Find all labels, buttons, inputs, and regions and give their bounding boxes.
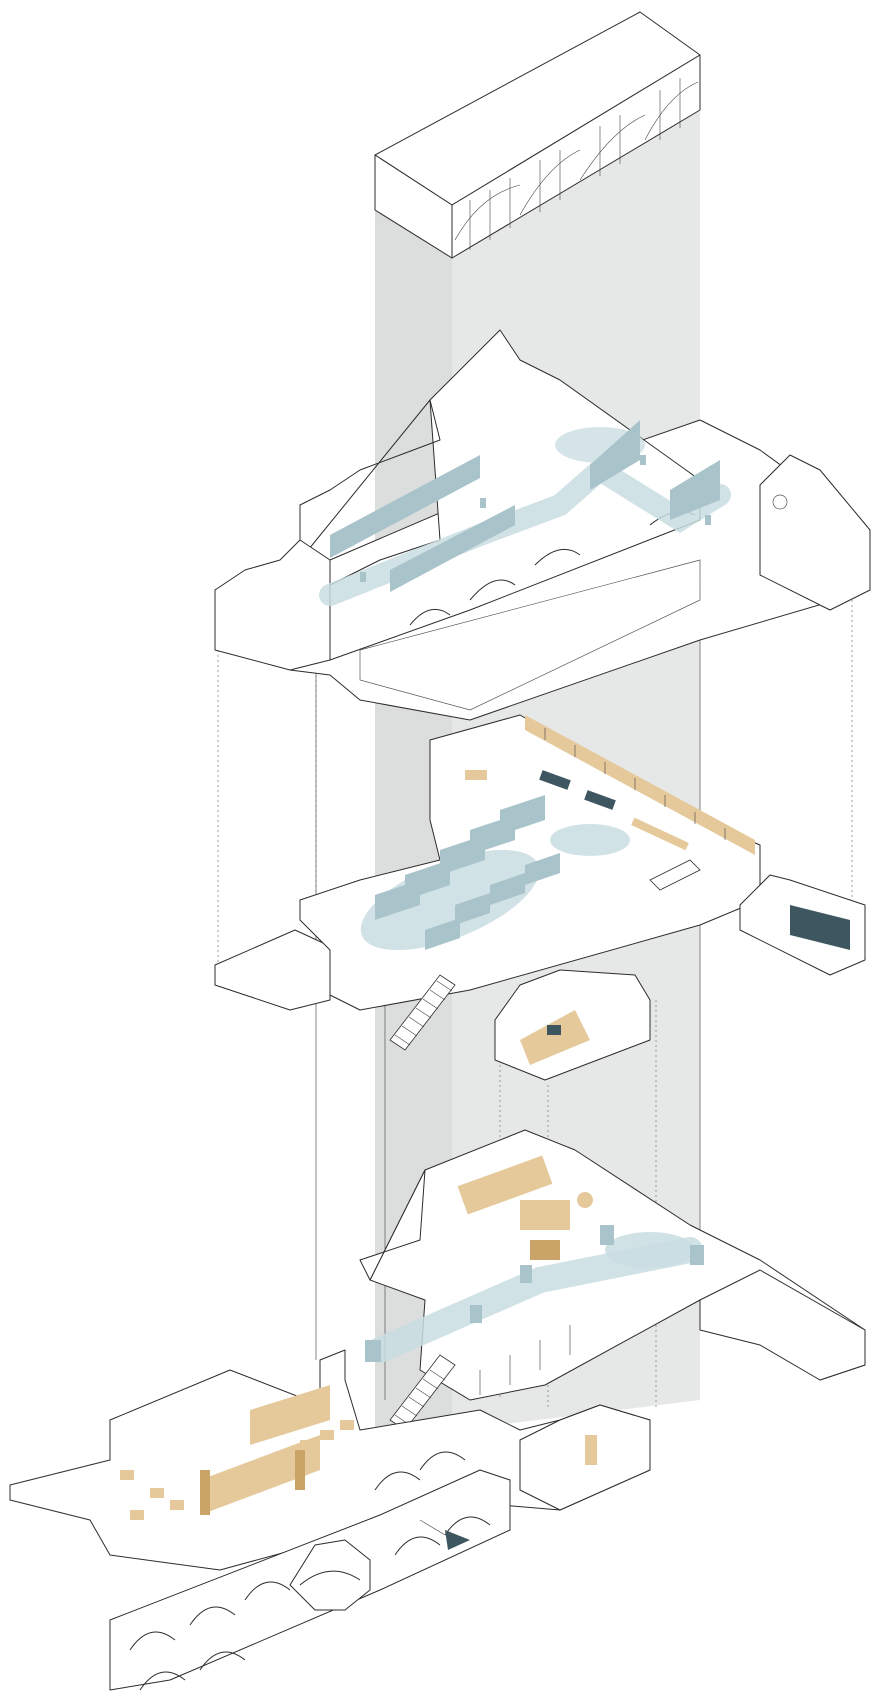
library-floor: [214, 714, 866, 1051]
triangle-arrow-icon: [445, 1530, 470, 1550]
attic-floor: [214, 329, 871, 721]
first-floor: [359, 1129, 866, 1431]
mezzanine-room: [494, 969, 651, 1081]
roof-vault-block: [374, 11, 701, 259]
stair-upper: [389, 974, 456, 1051]
ground-floor: [9, 1349, 651, 1691]
